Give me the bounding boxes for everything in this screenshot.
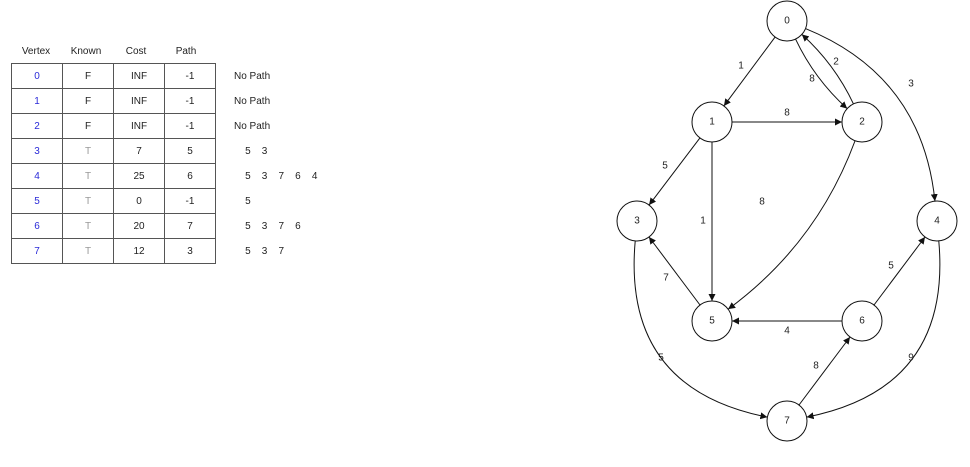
edge-weight-label: 9 [908,353,914,364]
node-circle [691,300,733,342]
node-circle [691,101,733,143]
path-cell: 7 [164,213,216,239]
path-route: 5 3 7 6 [234,221,301,232]
path-route: No Path [234,96,271,107]
path-route: 5 [234,196,251,207]
edge-7-6 [798,336,851,406]
cost-cell: 25 [113,163,165,189]
edge-2-5 [727,140,856,310]
edge-0-2 [795,38,848,109]
known-cell: F [62,113,114,139]
known-cell: T [62,238,114,264]
edge-weight-label: 1 [738,61,744,72]
known-cell: F [62,63,114,89]
edge-weight-label: 8 [813,361,819,372]
graph-node-3: 3 [616,200,658,242]
edge-2-0 [801,34,854,105]
edge-weight-label: 3 [908,79,914,90]
path-route: 5 3 7 6 4 [234,171,318,182]
node-label: 6 [859,316,865,327]
edge-weight-label: 5 [658,353,664,364]
edge-weight-label: 8 [784,108,790,119]
header-vertex: Vertex [21,46,51,57]
edge-weight-label: 1 [700,216,706,227]
node-circle [766,400,808,442]
node-circle [766,0,808,42]
edge-weight-label: 4 [784,326,790,337]
graph-node-0: 0 [766,0,808,42]
cost-cell: INF [113,113,165,139]
graph-node-7: 7 [766,400,808,442]
edge-5-3 [648,236,701,306]
table-header: Vertex Known Cost Path [11,40,216,63]
known-cell: T [62,163,114,189]
edge-4-7 [806,240,941,420]
node-label: 5 [709,316,715,327]
node-circle [841,300,883,342]
edge-weight-label: 5 [662,161,668,172]
known-cell: F [62,88,114,114]
node-circle [841,101,883,143]
graph-node-6: 6 [841,300,883,342]
node-label: 0 [784,16,790,27]
graph-node-1: 1 [691,101,733,143]
path-routes: No Path No Path No Path 5 3 5 3 7 6 4 5 5 … [234,64,317,264]
edge-weight-label: 2 [833,57,839,68]
node-label: 3 [634,216,640,227]
path-route: 5 3 7 [234,246,285,257]
node-label: 2 [859,117,865,128]
graph-node-4: 4 [916,200,958,242]
path-route: No Path [234,71,271,82]
path-cell: 3 [164,238,216,264]
edge-weight-label: 5 [888,261,894,272]
edge-0-1 [723,36,776,107]
graph-node-2: 2 [841,101,883,143]
edge-weight-label: 8 [759,197,765,208]
known-cell: T [62,138,114,164]
node-circle [916,200,958,242]
node-label: 7 [784,416,790,427]
node-label: 4 [934,216,940,227]
path-route: No Path [234,121,271,132]
header-cost: Cost [125,46,147,57]
edge-weight-label: 7 [663,273,669,284]
edge-3-7 [633,240,768,420]
node-circle [616,200,658,242]
vertex-cell: 3 [11,138,63,164]
graph-node-5: 5 [691,300,733,342]
edge-1-3 [648,137,701,206]
cost-cell: 7 [113,138,165,164]
vertex-cell: 6 [11,213,63,239]
edge-6-4 [873,236,926,306]
vertex-cell: 1 [11,88,63,114]
path-route: 5 3 [234,146,268,157]
header-path: Path [175,46,197,57]
header-known: Known [70,46,102,57]
edge-0-4 [805,28,938,202]
edge-weight-label: 8 [809,74,815,85]
node-label: 1 [709,117,715,128]
